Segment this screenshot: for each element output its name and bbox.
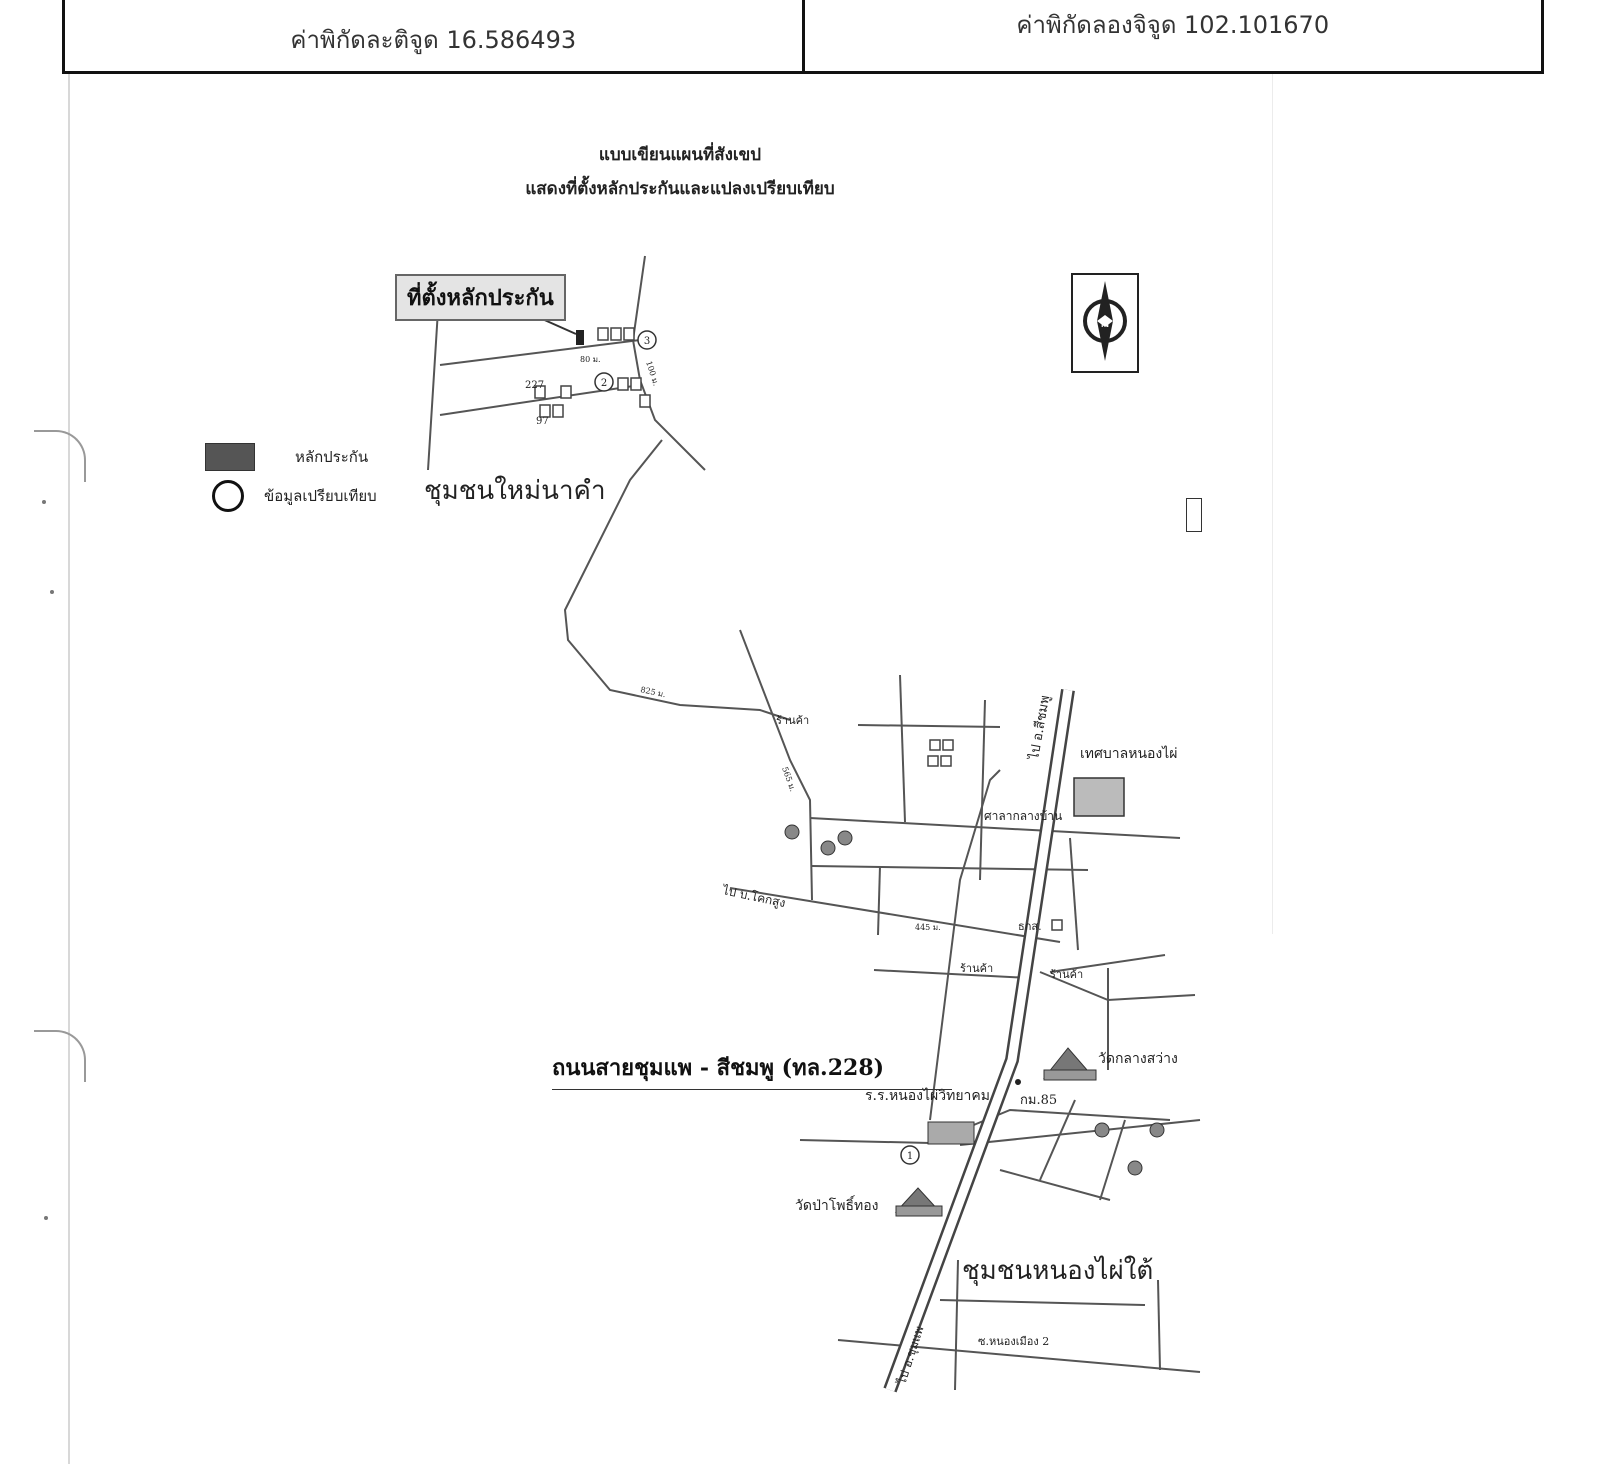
map-title-line2: แสดงที่ตั้งหลักประกันและแปลงเปรียบเทียบ xyxy=(525,179,835,199)
road xyxy=(929,769,1001,1121)
distance-label: 445 ม. xyxy=(915,923,941,932)
road xyxy=(837,1339,1201,1373)
temple-icon-base xyxy=(895,1205,943,1217)
comparable-marker-3-label: 3 xyxy=(644,336,650,347)
road xyxy=(809,817,1181,839)
main-highway xyxy=(883,688,1075,1393)
coordinate-table: ค่าพิกัดละติจูด 16.586493 ค่าพิกัดลองจิจ… xyxy=(62,0,1544,74)
road xyxy=(739,629,813,901)
to-khoksung-label: ไป บ.โคกสูง xyxy=(720,883,787,911)
road xyxy=(1157,1279,1161,1371)
road xyxy=(857,724,1001,728)
road xyxy=(1069,837,1079,951)
municipality-building-icon xyxy=(1073,777,1125,817)
comparable-swatch xyxy=(212,480,244,512)
shop-label: ร้านค้า xyxy=(960,962,993,975)
legend-collateral: หลักประกัน xyxy=(205,443,368,471)
community-south-label: ชุมชนหนองไผ่ใต้ xyxy=(962,1256,1154,1286)
shop-label: ร้านค้า xyxy=(776,714,809,727)
legend-comparable-text: ข้อมูลเปรียบเทียบ xyxy=(264,487,377,505)
school-building-icon xyxy=(927,1121,975,1145)
temple-icon-base xyxy=(1043,1069,1097,1081)
soi-label: ซ.หนองเมือง 2 xyxy=(978,1335,1049,1348)
road xyxy=(729,887,1061,943)
road xyxy=(999,1169,1111,1201)
comparable-markers xyxy=(594,330,920,1165)
tree-icon xyxy=(837,830,853,846)
road xyxy=(427,309,439,471)
comparable-marker-1 xyxy=(900,1145,920,1165)
longitude-label: ค่าพิกัดลองจิจูด 102.101670 xyxy=(1016,11,1330,39)
comparable-marker-2 xyxy=(594,372,614,392)
school-label: ร.ร.หนองไผ่วิทยาคม xyxy=(865,1087,990,1104)
tree-icon xyxy=(1149,1122,1165,1138)
scan-speck xyxy=(44,1216,48,1220)
landmark-icons xyxy=(894,777,1125,1217)
wat-klang-label: วัดกลางสว่าง xyxy=(1098,1051,1178,1067)
scan-speck xyxy=(42,500,46,504)
latitude-cell: ค่าพิกัดละติจูด 16.586493 xyxy=(65,0,805,71)
road xyxy=(439,339,641,366)
house-number-label: 97 xyxy=(536,416,549,427)
road xyxy=(899,674,906,823)
road xyxy=(979,699,986,881)
page-margin-line xyxy=(68,74,70,1464)
map-title-line1: แบบเขียนแผนที่สังเขป xyxy=(598,145,762,165)
collateral-marker xyxy=(576,330,584,345)
collateral-location-label: ที่ตั้งหลักประกัน xyxy=(395,274,566,321)
latitude-label: ค่าพิกัดละติจูด 16.586493 xyxy=(290,26,577,54)
road xyxy=(631,255,706,471)
comparable-marker-3 xyxy=(637,330,657,350)
road xyxy=(873,969,1031,979)
longitude-cell: ค่าพิกัดลองจิจูด 102.101670 xyxy=(805,0,1542,71)
distance-label: 80 ม. xyxy=(580,355,601,364)
road xyxy=(877,865,881,936)
road xyxy=(1049,954,1166,973)
road xyxy=(939,1299,1146,1306)
compass-north-letter: N xyxy=(1101,316,1110,330)
shop-label: ร้านค้า xyxy=(1050,968,1083,981)
road xyxy=(954,1259,959,1391)
buildings xyxy=(534,327,1063,931)
road xyxy=(1099,1119,1126,1201)
bank-label: ธกส. xyxy=(1018,920,1042,933)
tree-icon xyxy=(820,840,836,856)
punch-hole-mark xyxy=(34,1030,86,1082)
municipality-label: เทศบาลหนองไผ่ xyxy=(1080,745,1178,762)
road xyxy=(1039,1099,1076,1181)
km-marker-label: กม.85 xyxy=(1020,1093,1057,1108)
legend-comparable: ข้อมูลเปรียบเทียบ xyxy=(212,480,377,512)
collateral-swatch xyxy=(205,443,255,471)
to-sichomphu-label: ไป อ.สีชมพู xyxy=(1026,694,1053,762)
main-road-label: ถนนสายชุมแพ - สีชมพู (ทล.228) xyxy=(552,1050,952,1090)
scan-speck xyxy=(50,590,54,594)
legend-collateral-text: หลักประกัน xyxy=(295,448,369,466)
map-title: แบบเขียนแผนที่สังเขป แสดงที่ตั้งหลักประก… xyxy=(380,138,980,206)
tree-icon xyxy=(1127,1160,1143,1176)
wat-po-label: วัดป่าโพธิ์ทอง xyxy=(795,1195,878,1214)
compass-icon: N xyxy=(1083,281,1127,361)
tree-icon xyxy=(1094,1122,1110,1138)
punch-hole-mark xyxy=(34,430,86,482)
community-north-label: ชุมชนใหม่นาคำ xyxy=(424,476,606,506)
north-arrow: N xyxy=(1071,273,1139,373)
page-edge-mark xyxy=(1186,498,1202,532)
road xyxy=(563,439,791,721)
comparable-marker-2-label: 2 xyxy=(601,378,607,389)
km-marker-dot xyxy=(1015,1079,1021,1085)
distance-label: 100 ม. xyxy=(644,360,660,387)
tree-icon xyxy=(784,824,800,840)
house-number-label: 227 xyxy=(525,380,544,391)
scan-edge-line xyxy=(1272,74,1273,934)
comparable-marker-1-label: 1 xyxy=(907,1151,913,1162)
shrine-label: ศาลากลางบ้าน xyxy=(984,809,1062,823)
tree-icons xyxy=(784,824,1165,1176)
